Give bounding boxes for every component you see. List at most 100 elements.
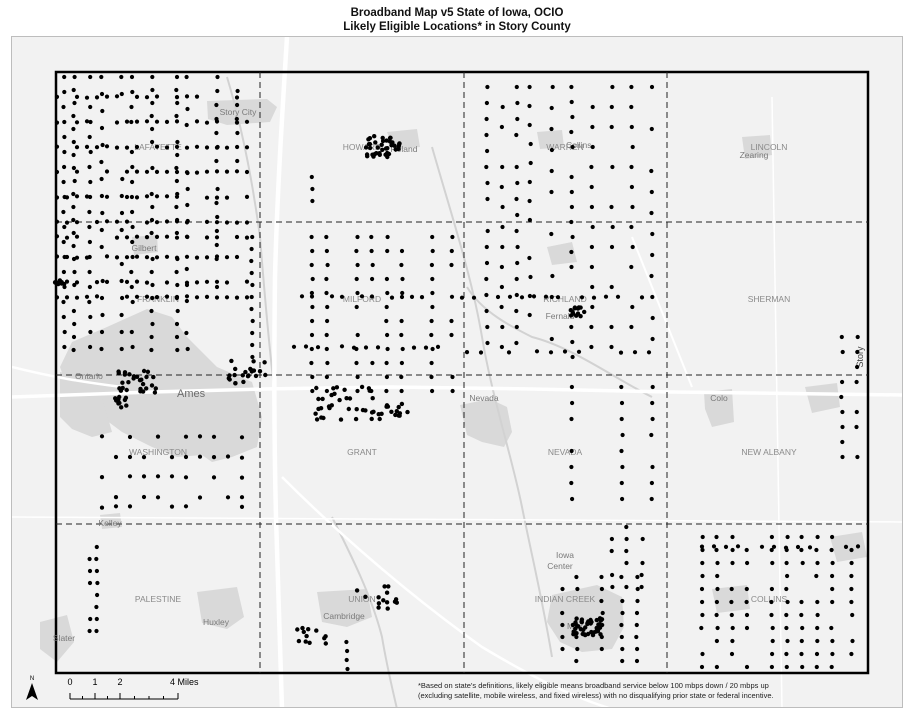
eligible-location-dot	[184, 122, 189, 128]
eligible-location-dot	[549, 189, 554, 195]
eligible-location-dot	[639, 572, 644, 578]
eligible-location-dot	[485, 148, 490, 154]
eligible-location-dot	[72, 178, 77, 184]
eligible-location-dot	[134, 279, 140, 284]
eligible-location-dot	[124, 219, 130, 224]
eligible-location-dot	[94, 145, 100, 150]
eligible-location-dot	[770, 638, 775, 644]
eligible-location-dot	[84, 144, 90, 149]
eligible-location-dot	[321, 415, 326, 421]
eligible-location-dot	[249, 258, 254, 264]
eligible-location-dot	[714, 664, 720, 670]
eligible-location-dot	[450, 234, 455, 240]
eligible-location-dot	[64, 279, 70, 284]
eligible-location-dot	[784, 625, 789, 631]
eligible-location-dot	[609, 244, 615, 250]
eligible-location-dot	[239, 455, 245, 460]
eligible-location-dot	[174, 169, 180, 175]
eligible-location-dot	[620, 496, 625, 502]
eligible-location-dot	[174, 294, 180, 300]
eligible-location-dot	[769, 612, 774, 618]
eligible-location-dot	[849, 573, 854, 579]
eligible-location-dot	[130, 209, 135, 215]
county-boundary	[54, 70, 870, 675]
eligible-location-dot	[64, 254, 70, 260]
eligible-location-dot	[850, 612, 855, 618]
eligible-location-dot	[87, 134, 92, 140]
eligible-location-dot	[485, 196, 490, 202]
map-title-line-1: Broadband Map v5 State of Iowa, OCIO	[350, 7, 564, 19]
urban-cambridge	[317, 589, 372, 627]
eligible-location-dot	[144, 374, 149, 380]
eligible-location-dot	[174, 144, 180, 149]
city-cambridge: Cambridge	[323, 611, 365, 621]
map-canvas[interactable]: LAFAYETTE HOWARD WARREN LINCOLN FRANKLIN…	[12, 37, 903, 708]
eligible-location-dot	[560, 586, 565, 592]
eligible-location-dot	[310, 388, 315, 394]
eligible-location-dot	[194, 94, 200, 99]
eligible-location-dot	[430, 276, 435, 282]
city-fernald: Fernald	[546, 311, 575, 321]
eligible-location-dot	[62, 134, 67, 140]
eligible-location-dot	[569, 384, 575, 390]
eligible-location-dot	[88, 104, 93, 110]
eligible-location-dot	[807, 545, 813, 550]
city-labels: Story City Collins Zearing Gilbert Rolan…	[53, 107, 769, 643]
eligible-location-dot	[799, 599, 804, 605]
eligible-location-dot	[384, 138, 389, 143]
eligible-location-dot	[744, 586, 749, 592]
eligible-location-dot	[849, 586, 854, 592]
eligible-location-dot	[569, 324, 574, 330]
map-frame[interactable]: LAFAYETTE HOWARD WARREN LINCOLN FRANKLIN…	[11, 36, 903, 708]
township-grant: GRANT	[347, 447, 377, 457]
eligible-location-dot	[324, 332, 329, 338]
eligible-location-dot	[371, 409, 376, 414]
eligible-location-dot	[650, 315, 655, 321]
eligible-location-dot	[700, 599, 705, 605]
eligible-location-dot	[184, 220, 190, 225]
eligible-location-dot	[174, 87, 179, 93]
eligible-location-dot	[250, 234, 255, 240]
eligible-location-dot	[235, 102, 240, 108]
eligible-location-dot	[99, 74, 104, 80]
eligible-location-dot	[304, 633, 309, 639]
eligible-location-dot	[119, 210, 125, 216]
eligible-location-dot	[119, 193, 124, 199]
eligible-location-dot	[134, 234, 140, 239]
eligible-location-dot	[599, 586, 605, 592]
eligible-location-dot	[840, 424, 845, 430]
eligible-location-dot	[154, 94, 160, 99]
eligible-location-dot	[355, 374, 360, 380]
eligible-location-dot	[579, 295, 585, 300]
eligible-location-dot	[629, 184, 635, 190]
eligible-location-dot	[225, 454, 231, 459]
eligible-location-dot	[711, 544, 717, 549]
eligible-location-dot	[839, 334, 844, 340]
eligible-location-dot	[310, 198, 315, 204]
eligible-location-dot	[320, 396, 325, 402]
eligible-location-dot	[700, 573, 705, 579]
eligible-location-dot	[390, 140, 395, 145]
eligible-location-dot	[576, 305, 582, 310]
eligible-location-dot	[239, 495, 245, 500]
eligible-location-dot	[114, 219, 120, 224]
eligible-location-dot	[144, 194, 150, 199]
eligible-location-dot	[59, 281, 64, 286]
north-arrow-shape	[26, 683, 38, 700]
eligible-location-dot	[71, 217, 76, 223]
river-south	[331, 516, 398, 707]
eligible-location-dot	[337, 397, 342, 403]
eligible-location-dot	[239, 435, 245, 440]
eligible-location-dot	[449, 262, 454, 268]
eligible-location-dot	[579, 620, 584, 625]
eligible-location-dot	[124, 255, 130, 260]
eligible-location-dot	[784, 560, 789, 566]
eligible-location-dot	[140, 381, 146, 387]
eligible-location-dot	[399, 318, 404, 324]
eligible-location-dot	[784, 586, 789, 592]
eligible-location-dot	[331, 386, 336, 391]
eligible-location-dot	[94, 294, 100, 299]
eligible-location-dot	[500, 244, 505, 250]
eligible-location-dot	[699, 625, 704, 631]
eligible-location-dot	[204, 294, 210, 299]
